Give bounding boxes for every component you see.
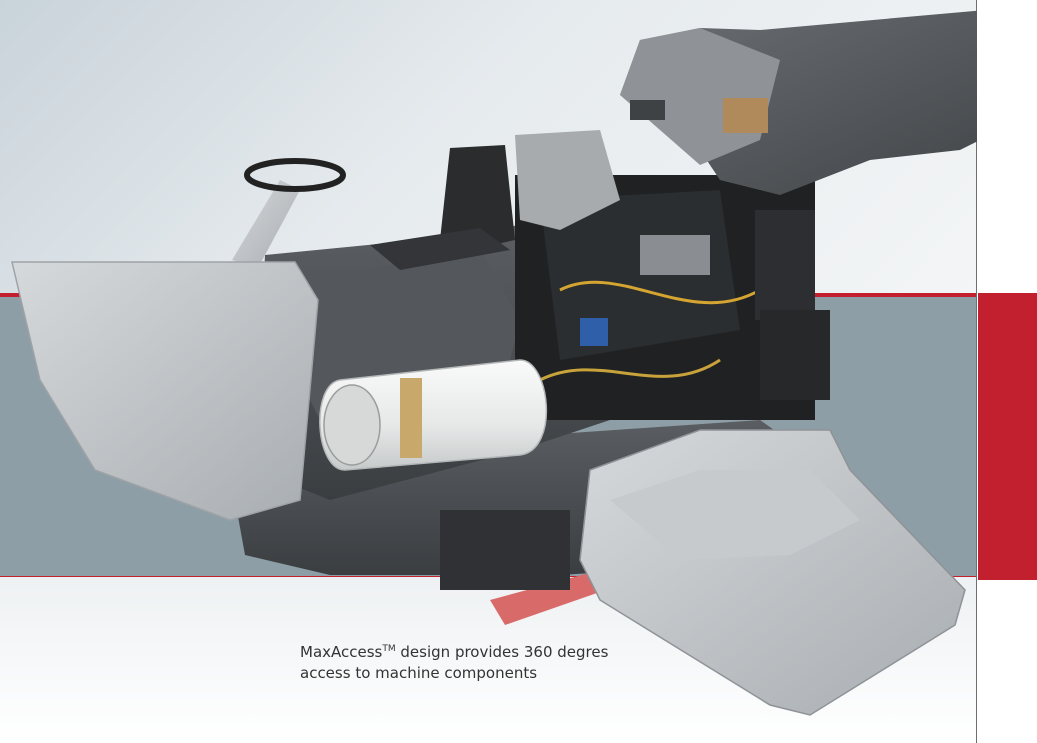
caption-text-1: design provides 360 degres <box>395 643 609 661</box>
engine-manifold <box>640 235 710 275</box>
seat-cushion <box>370 228 510 270</box>
red-side-tab <box>978 293 1037 580</box>
seat-back <box>440 145 515 250</box>
squeegee-arm <box>440 510 570 590</box>
steering-column <box>232 180 300 268</box>
hood-bracket <box>723 98 768 133</box>
caption-line-2: access to machine components <box>300 664 538 682</box>
tank-cap <box>323 384 381 466</box>
front-door-panel <box>11 261 319 521</box>
steering-wheel <box>244 158 346 192</box>
tank-strap <box>400 378 422 458</box>
hydraulic-hose-2 <box>559 280 761 305</box>
trademark-symbol: TM <box>382 644 396 654</box>
battery-box <box>760 310 830 400</box>
image-caption: MaxAccessTM design provides 360 degres a… <box>300 639 720 684</box>
solution-tank-top <box>610 470 860 560</box>
caption-line-1: MaxAccessTM design provides 360 degres <box>300 639 720 663</box>
hood-light <box>630 100 665 120</box>
hydraulic-hose <box>539 358 721 382</box>
floor-scrubber-machine-image <box>11 10 977 716</box>
caption-brand: MaxAccess <box>300 643 383 661</box>
hydraulic-valve <box>580 318 608 346</box>
rear-gray-panel <box>515 130 620 230</box>
air-filter <box>755 210 815 320</box>
vertical-divider <box>976 0 977 743</box>
squeegee-blade <box>490 570 620 625</box>
